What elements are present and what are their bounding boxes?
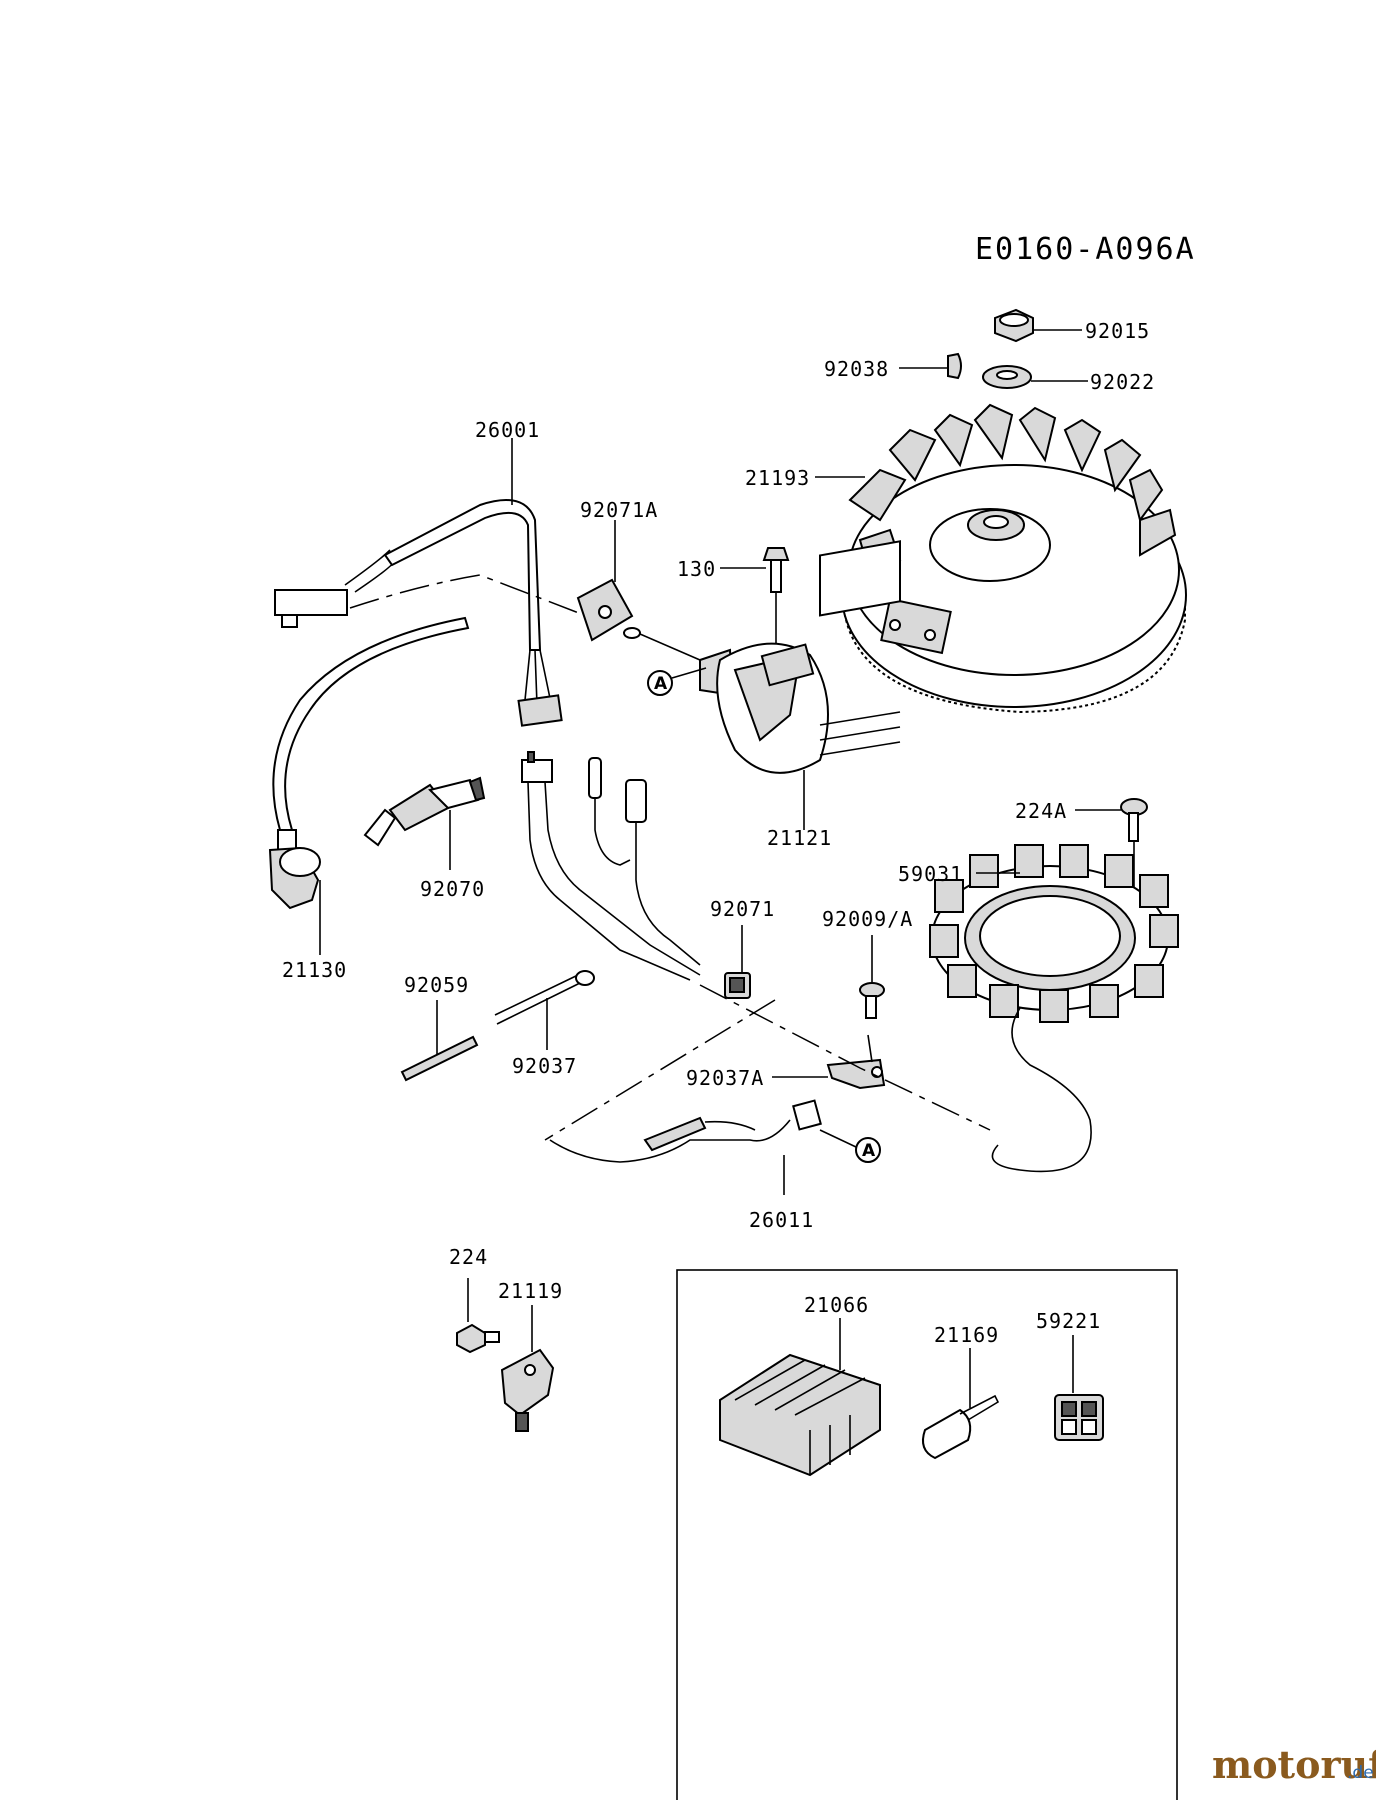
label-26011: 26011 (749, 1208, 814, 1232)
label-92009A: 92009/A (822, 907, 913, 931)
label-92037A: 92037A (686, 1066, 764, 1090)
ignition-coil-21121 (623, 540, 901, 774)
label-92037: 92037 (512, 1054, 577, 1078)
motoruf-watermark[interactable]: motoruf .de (1212, 1742, 1376, 1787)
label-92015: 92015 (1085, 319, 1150, 343)
pin-92059 (400, 1035, 479, 1082)
bolt-224 (456, 1323, 500, 1354)
label-59221: 59221 (1036, 1309, 1101, 1333)
spark-plug-92070 (363, 776, 486, 847)
plug-cap-21130 (268, 616, 470, 910)
bolt-130 (762, 547, 790, 593)
nut-92015 (994, 308, 1034, 343)
label-92059: 92059 (404, 973, 469, 997)
terminal-21169 (922, 1394, 1000, 1460)
label-130: 130 (677, 557, 716, 581)
callout-a-coil: A (647, 667, 707, 696)
washer-92022 (982, 365, 1032, 389)
label-21066: 21066 (804, 1293, 869, 1317)
plate-92071A (576, 578, 634, 642)
label-59031: 59031 (898, 862, 963, 886)
label-26001: 26001 (475, 418, 540, 442)
label-21169: 21169 (934, 1323, 999, 1347)
diagram-code: E0160-A096A (975, 232, 1196, 267)
callout-a-coil-letter: A (654, 674, 668, 694)
alt-parts-box (676, 1269, 1178, 1800)
label-21119: 21119 (498, 1279, 563, 1303)
label-92070: 92070 (420, 877, 485, 901)
label-92071: 92071 (710, 897, 775, 921)
regulator-21066 (719, 1353, 881, 1477)
part-21119 (500, 1348, 555, 1432)
lead-26011 (549, 1099, 822, 1163)
key-92038 (947, 352, 962, 380)
callout-a-lead: A (819, 1129, 881, 1163)
label-21130: 21130 (282, 958, 347, 982)
clamp-92071 (724, 972, 751, 999)
bracket-92037A (826, 1034, 886, 1090)
label-224A: 224A (1015, 799, 1067, 823)
label-21193: 21193 (745, 466, 810, 490)
label-21121: 21121 (767, 826, 832, 850)
watermark-tld: .de (1347, 1763, 1374, 1783)
lead-wires (521, 751, 701, 981)
label-224: 224 (449, 1245, 488, 1269)
connector-59221 (1054, 1394, 1104, 1441)
stator-59031 (929, 844, 1179, 1173)
wire-92037 (494, 970, 595, 1025)
screw-92009A (859, 982, 885, 1019)
callout-a-lead-letter: A (862, 1141, 876, 1161)
screw-224A (1120, 798, 1148, 842)
label-92038: 92038 (824, 357, 889, 381)
flywheel-21193 (841, 403, 1187, 714)
watermark-brand: motoruf (1212, 1742, 1376, 1787)
harness-26001 (274, 499, 563, 727)
label-92022: 92022 (1090, 370, 1155, 394)
label-92071A: 92071A (580, 498, 658, 522)
